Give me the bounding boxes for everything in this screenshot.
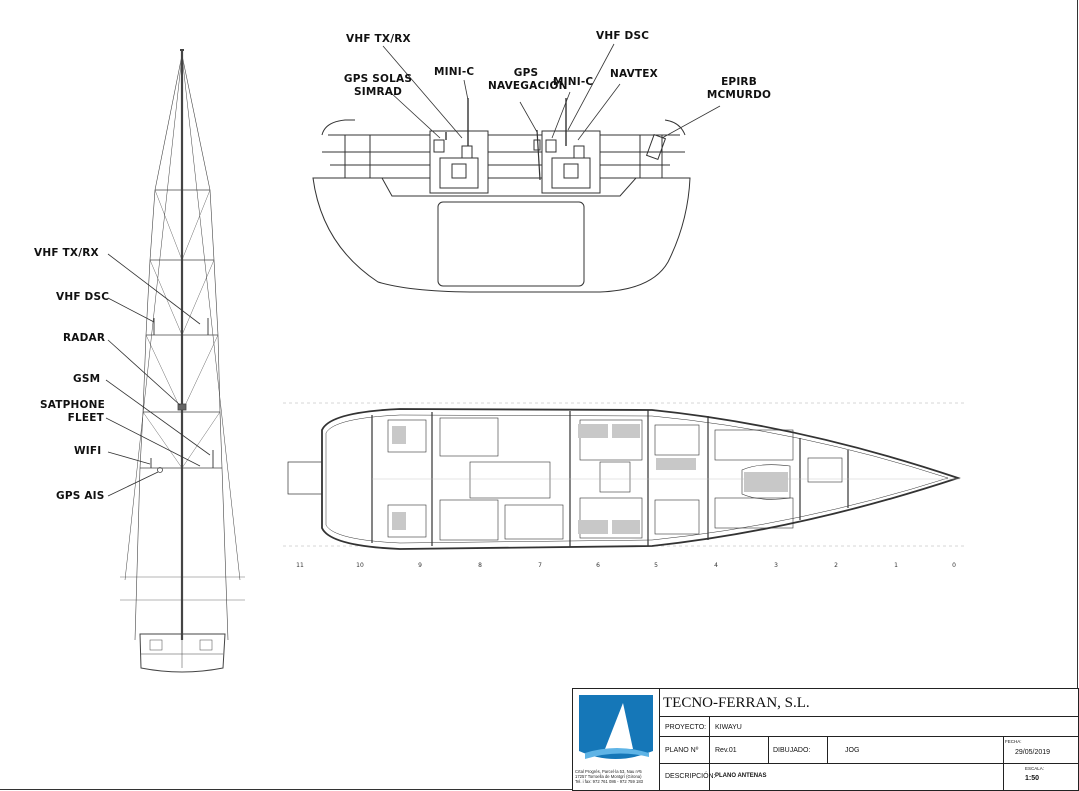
stern-leaders [382, 43, 721, 141]
callout-stern-navtex: NAVTEX [610, 68, 658, 80]
callout-stern-gps-solas: GPS SOLAS SIMRAD [338, 73, 418, 99]
callout-stern-epirb-line1: EPIRB [721, 76, 757, 88]
title-block: Crtal Progrés, Parcel·la 53, Nau nº5 172… [572, 688, 1079, 791]
value-proyecto: KIWAYU [715, 724, 742, 731]
station-number: 4 [714, 562, 718, 569]
callout-mast-gsm: GSM [73, 373, 101, 385]
label-descripcion: DESCRIPCIÓN: [665, 773, 716, 780]
station-number: 1 [894, 562, 898, 569]
callout-stern-epirb: EPIRB MCMURDO [704, 76, 774, 102]
label-escala: ESCALA: [1025, 766, 1045, 771]
value-escala: 1:50 [1025, 775, 1040, 782]
station-number: 10 [356, 562, 364, 569]
station-number: 2 [834, 562, 838, 569]
callout-mast-vhf-txrx: VHF TX/RX [34, 247, 99, 259]
station-number: 9 [418, 562, 422, 569]
company-address: Crtal Progrés, Parcel·la 53, Nau nº5 172… [575, 769, 657, 785]
callout-stern-mini-c-right: MINI-C [553, 76, 594, 88]
callout-mast-satphone: SATPHONE FLEET [40, 399, 106, 425]
station-number: 11 [296, 562, 304, 569]
callout-mast-satphone-line2: FLEET [67, 412, 104, 424]
value-plano: Rev.01 [715, 747, 737, 754]
callout-stern-vhf-txrx: VHF TX/RX [346, 33, 411, 45]
company-logo [575, 691, 657, 767]
callout-stern-epirb-line2: MCMURDO [706, 89, 772, 101]
callout-mast-gps-ais: GPS AIS [56, 490, 105, 502]
station-number: 6 [596, 562, 600, 569]
station-number: 8 [478, 562, 482, 569]
callout-mast-satphone-line1: SATPHONE [40, 399, 106, 411]
callout-stern-gps-nav-line2: NAVEGACIÓN [488, 80, 568, 92]
stern-view [312, 98, 691, 293]
company-name: TECNO-FERRAN, S.L. [663, 695, 810, 711]
label-proyecto: PROYECTO: [665, 724, 707, 731]
value-dibujado: JOG [845, 747, 860, 754]
address-line3: Tel. i fax: 972 761 086 - 972 759 183 [575, 779, 643, 785]
value-descripcion: PLANO ANTENAS [715, 773, 767, 779]
station-number: 3 [774, 562, 778, 569]
callout-stern-gps-navegacion: GPS NAVEGACIÓN [488, 67, 568, 93]
label-dibujado: DIBUJADO: [773, 747, 811, 754]
value-fecha: 29/05/2019 [1015, 749, 1051, 756]
mast-elevation [120, 49, 245, 673]
station-number: 7 [538, 562, 542, 569]
address-line1: Crtal Progrés, Parcel·la 53, Nau nº5 [575, 769, 642, 774]
label-plano: PLANO Nº [665, 747, 699, 754]
callout-mast-wifi: WIFI [74, 445, 102, 457]
callout-stern-vhf-dsc: VHF DSC [596, 30, 650, 42]
deck-plan [283, 402, 965, 550]
callout-stern-gps-nav-line1: GPS [513, 67, 539, 79]
mast-leaders [105, 253, 211, 497]
address-line2: 17257 Torroella de Montgrí (Girona) [575, 774, 642, 780]
station-number: 5 [654, 562, 658, 569]
callout-mast-radar: RADAR [63, 332, 106, 344]
callout-stern-mini-c-left: MINI-C [434, 66, 475, 78]
callout-stern-gps-solas-line2: SIMRAD [353, 86, 403, 98]
label-fecha: FECHA: [1005, 739, 1022, 744]
callout-stern-gps-solas-line1: GPS SOLAS [343, 73, 413, 85]
station-number: 0 [952, 562, 956, 569]
callout-mast-vhf-dsc: VHF DSC [56, 291, 110, 303]
